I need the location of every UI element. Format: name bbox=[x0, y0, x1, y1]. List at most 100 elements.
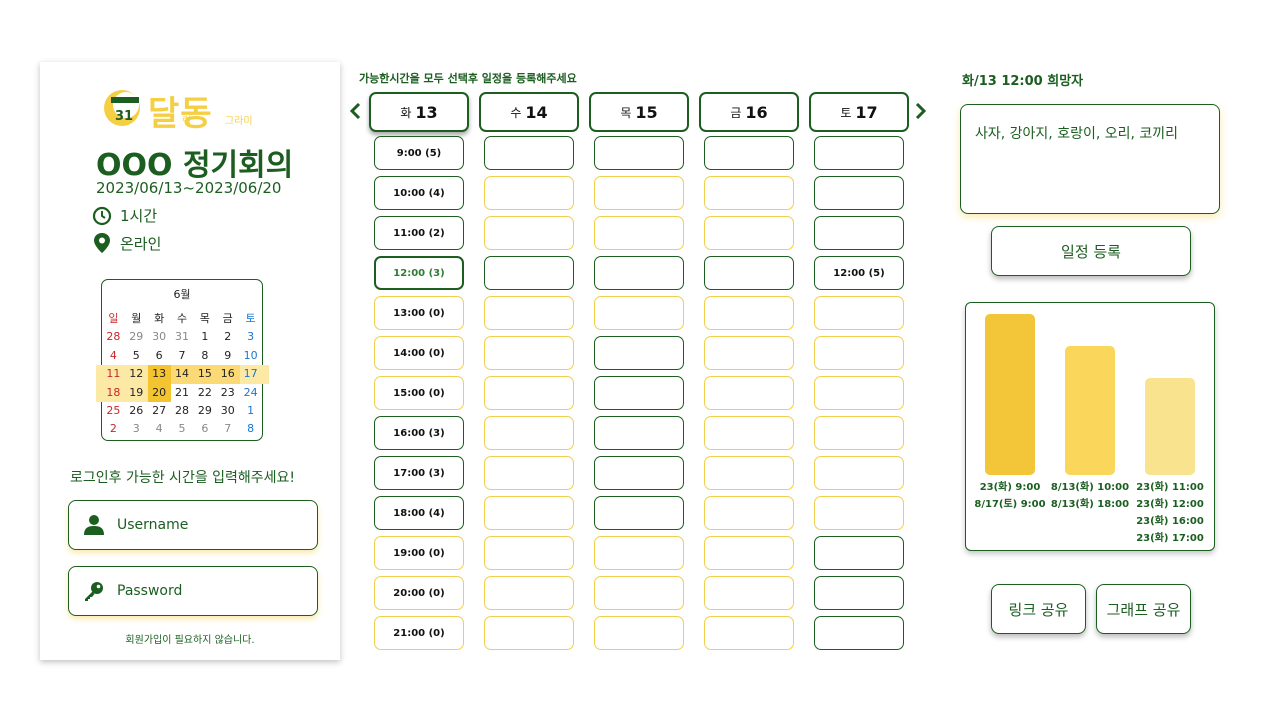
graph-share-button[interactable]: 그래프 공유 bbox=[1096, 584, 1191, 634]
time-slot-empty[interactable] bbox=[814, 176, 904, 210]
time-slot-empty[interactable] bbox=[484, 216, 574, 250]
time-slot-empty[interactable] bbox=[484, 456, 574, 490]
time-slot-empty[interactable] bbox=[594, 216, 684, 250]
time-slot-empty[interactable] bbox=[704, 136, 794, 170]
calendar-day[interactable]: 2 bbox=[224, 330, 232, 344]
time-slot-empty[interactable] bbox=[594, 456, 684, 490]
time-slot-empty[interactable] bbox=[594, 416, 684, 450]
time-slot-empty[interactable] bbox=[594, 176, 684, 210]
time-slot-empty[interactable] bbox=[814, 496, 904, 530]
time-slot-day1[interactable]: 10:00 (4) bbox=[374, 176, 464, 210]
time-slot-empty[interactable] bbox=[484, 496, 574, 530]
time-slot-day1[interactable]: 21:00 (0) bbox=[374, 616, 464, 650]
time-slot-empty[interactable] bbox=[814, 136, 904, 170]
time-slot-empty[interactable] bbox=[814, 376, 904, 410]
calendar-day[interactable]: 3 bbox=[132, 422, 140, 436]
calendar-day[interactable]: 20 bbox=[152, 385, 167, 399]
time-slot-empty[interactable] bbox=[704, 376, 794, 410]
time-slot-empty[interactable] bbox=[484, 576, 574, 610]
calendar-day[interactable]: 7 bbox=[224, 422, 232, 436]
time-slot-empty[interactable] bbox=[814, 456, 904, 490]
time-slot-empty[interactable] bbox=[704, 296, 794, 330]
prev-week-arrow-icon[interactable] bbox=[349, 103, 361, 119]
time-slot-empty[interactable] bbox=[704, 496, 794, 530]
next-week-arrow-icon[interactable] bbox=[915, 103, 927, 119]
calendar-day[interactable]: 25 bbox=[106, 403, 121, 417]
calendar-day[interactable]: 18 bbox=[106, 385, 121, 399]
calendar-day[interactable]: 16 bbox=[220, 367, 235, 381]
calendar-day[interactable]: 30 bbox=[152, 330, 167, 344]
calendar-day[interactable]: 17 bbox=[243, 367, 258, 381]
time-slot-empty[interactable] bbox=[484, 616, 574, 650]
calendar-day[interactable]: 15 bbox=[197, 367, 212, 381]
calendar-day[interactable]: 11 bbox=[106, 367, 121, 381]
time-slot-empty[interactable] bbox=[814, 616, 904, 650]
time-slot-empty[interactable] bbox=[484, 256, 574, 290]
time-slot-empty[interactable] bbox=[704, 256, 794, 290]
calendar-day[interactable]: 21 bbox=[175, 385, 189, 399]
time-slot-empty[interactable] bbox=[704, 616, 794, 650]
calendar-day[interactable]: 4 bbox=[155, 422, 163, 436]
time-slot-day1[interactable]: 13:00 (0) bbox=[374, 296, 464, 330]
calendar-day[interactable]: 28 bbox=[106, 330, 121, 344]
calendar-day[interactable]: 30 bbox=[220, 403, 235, 417]
calendar-day[interactable]: 6 bbox=[155, 348, 163, 362]
time-slot-empty[interactable] bbox=[484, 376, 574, 410]
time-slot-empty[interactable] bbox=[704, 456, 794, 490]
calendar-day[interactable]: 5 bbox=[132, 348, 140, 362]
calendar-day[interactable]: 27 bbox=[152, 403, 167, 417]
calendar-day[interactable]: 13 bbox=[152, 367, 167, 381]
time-slot-empty[interactable] bbox=[814, 296, 904, 330]
time-slot-empty[interactable] bbox=[594, 536, 684, 570]
time-slot-day1[interactable]: 18:00 (4) bbox=[374, 496, 464, 530]
calendar-day[interactable]: 4 bbox=[109, 348, 117, 362]
calendar-day[interactable]: 1 bbox=[247, 403, 255, 417]
calendar-day[interactable]: 26 bbox=[129, 403, 144, 417]
calendar-day[interactable]: 22 bbox=[197, 385, 212, 399]
time-slot-empty[interactable] bbox=[594, 296, 684, 330]
calendar-day[interactable]: 28 bbox=[175, 403, 189, 417]
time-slot-empty[interactable] bbox=[704, 336, 794, 370]
time-slot-day1[interactable]: 11:00 (2) bbox=[374, 216, 464, 250]
calendar-day[interactable]: 6 bbox=[201, 422, 209, 436]
time-slot-empty[interactable] bbox=[704, 216, 794, 250]
calendar-day[interactable]: 7 bbox=[178, 348, 186, 362]
time-slot-empty[interactable] bbox=[704, 536, 794, 570]
time-slot-empty[interactable] bbox=[814, 536, 904, 570]
time-slot-empty[interactable] bbox=[814, 576, 904, 610]
calendar-day[interactable]: 8 bbox=[247, 422, 255, 436]
time-slot-day1[interactable]: 15:00 (0) bbox=[374, 376, 464, 410]
time-slot-empty[interactable] bbox=[594, 616, 684, 650]
calendar-day[interactable]: 29 bbox=[129, 330, 144, 344]
calendar-day[interactable]: 24 bbox=[243, 385, 258, 399]
calendar-day[interactable]: 31 bbox=[175, 330, 189, 344]
time-slot-day1[interactable]: 17:00 (3) bbox=[374, 456, 464, 490]
time-slot-empty[interactable] bbox=[704, 576, 794, 610]
time-slot-empty[interactable] bbox=[484, 136, 574, 170]
time-slot-empty[interactable] bbox=[814, 416, 904, 450]
link-share-button[interactable]: 링크 공유 bbox=[991, 584, 1086, 634]
time-slot-day1[interactable]: 19:00 (0) bbox=[374, 536, 464, 570]
time-slot-empty[interactable] bbox=[484, 536, 574, 570]
time-slot-empty[interactable] bbox=[484, 416, 574, 450]
calendar-day[interactable]: 10 bbox=[243, 348, 258, 362]
time-slot-empty[interactable] bbox=[814, 336, 904, 370]
time-slot-empty[interactable] bbox=[814, 216, 904, 250]
time-slot-empty[interactable] bbox=[594, 336, 684, 370]
time-slot-day1[interactable]: 16:00 (3) bbox=[374, 416, 464, 450]
password-input[interactable] bbox=[117, 583, 287, 599]
time-slot-empty[interactable] bbox=[704, 176, 794, 210]
calendar-day[interactable]: 29 bbox=[197, 403, 212, 417]
time-slot-day5[interactable]: 12:00 (5) bbox=[814, 256, 904, 290]
calendar-day[interactable]: 14 bbox=[175, 367, 189, 381]
register-schedule-button[interactable]: 일정 등록 bbox=[991, 226, 1191, 276]
calendar-day[interactable]: 9 bbox=[224, 348, 232, 362]
time-slot-empty[interactable] bbox=[594, 376, 684, 410]
calendar-day[interactable]: 23 bbox=[220, 385, 235, 399]
time-slot-day1[interactable]: 12:00 (3) bbox=[374, 256, 464, 290]
